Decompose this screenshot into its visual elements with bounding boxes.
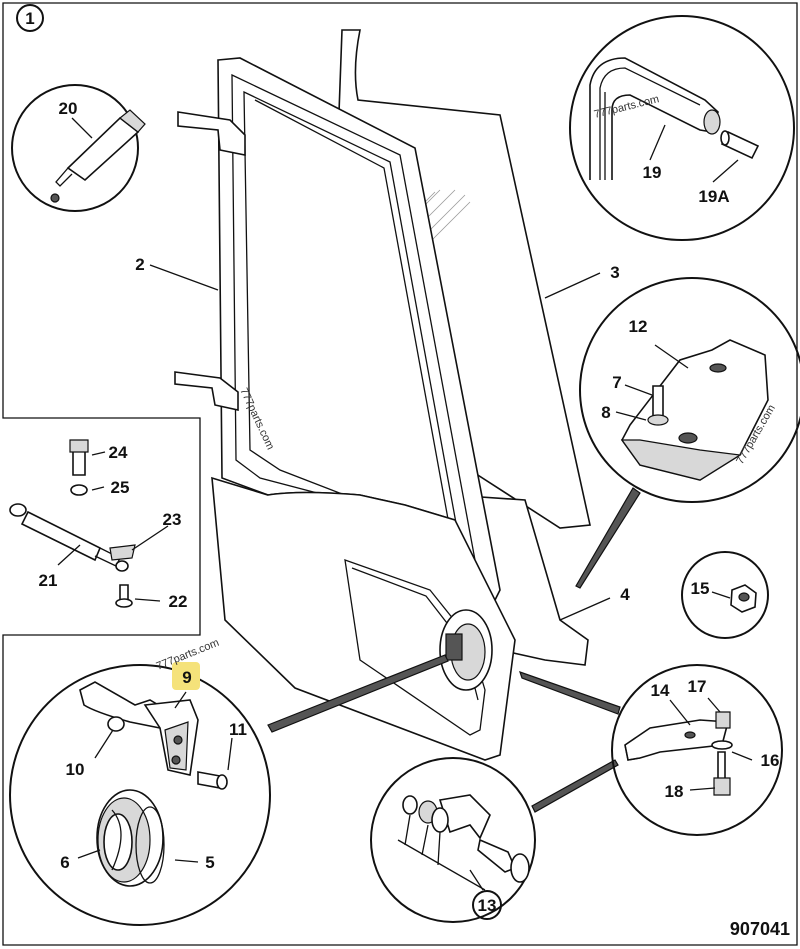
detail-bracket: 14 17 16 18 [611,664,783,836]
seal-profile [589,57,719,180]
callout-13: 13 [478,896,497,915]
callout-4: 4 [620,585,630,604]
callout-5: 5 [205,853,214,872]
callout-10: 10 [66,760,85,779]
callout-24: 24 [109,443,128,462]
bracket-bolt [717,751,726,781]
handle-pointer [267,654,449,733]
callout-3: 3 [610,263,619,282]
striker-pointer [575,487,641,589]
callout-8: 8 [601,403,610,422]
detail-gas-strut: 24 25 23 21 22 [9,439,188,611]
striker-bolt [652,385,664,419]
door-lower-panel [211,476,516,761]
callout-18: 18 [665,782,684,801]
callout-17: 17 [688,677,707,696]
callout-16: 16 [761,751,780,770]
gas-strut [20,510,102,562]
callout-25: 25 [111,478,130,497]
upper-hinge [177,111,246,156]
strut-bolt [72,449,86,476]
callout-9: 9 [182,668,191,687]
detail-pin: 13 [370,757,536,923]
callout-14: 14 [651,681,670,700]
adhesive-tube [66,116,140,182]
callout-23: 23 [163,510,182,529]
pin-pointer [531,759,619,813]
callout-12: 12 [629,317,648,336]
callout-19: 19 [643,163,662,182]
detail-adhesive: 20 [11,84,146,212]
callout-15: 15 [691,579,710,598]
callout-9-highlight [172,662,200,690]
lower-hinge [174,371,239,411]
drawing-code: 907041 [730,919,790,939]
bracket-bolt-top [715,711,731,729]
bracket-plate [624,719,730,761]
figure-number-badge: 1 [16,4,44,32]
detail-striker: 12 7 8 777parts.com [579,277,800,503]
callout-19a: 19A [698,187,729,206]
door-assembly [174,29,591,761]
detail-handle: 9 10 11 6 5 777parts.com [9,637,271,926]
callout-11: 11 [229,720,247,739]
callout-22: 22 [169,592,188,611]
callout-20: 20 [59,99,78,118]
callout-6: 6 [60,853,69,872]
pin-clevis [438,794,491,840]
bracket-pointer [519,671,621,715]
callout-7: 7 [612,373,621,392]
clevis-pin [477,838,517,873]
handle-washer [107,716,125,732]
figure-number: 1 [25,9,34,28]
callout-2: 2 [135,255,144,274]
callout-21: 21 [39,571,58,590]
detail-seal: 19 19A 777parts.com [569,15,795,241]
detail-nut: 15 [681,551,769,639]
